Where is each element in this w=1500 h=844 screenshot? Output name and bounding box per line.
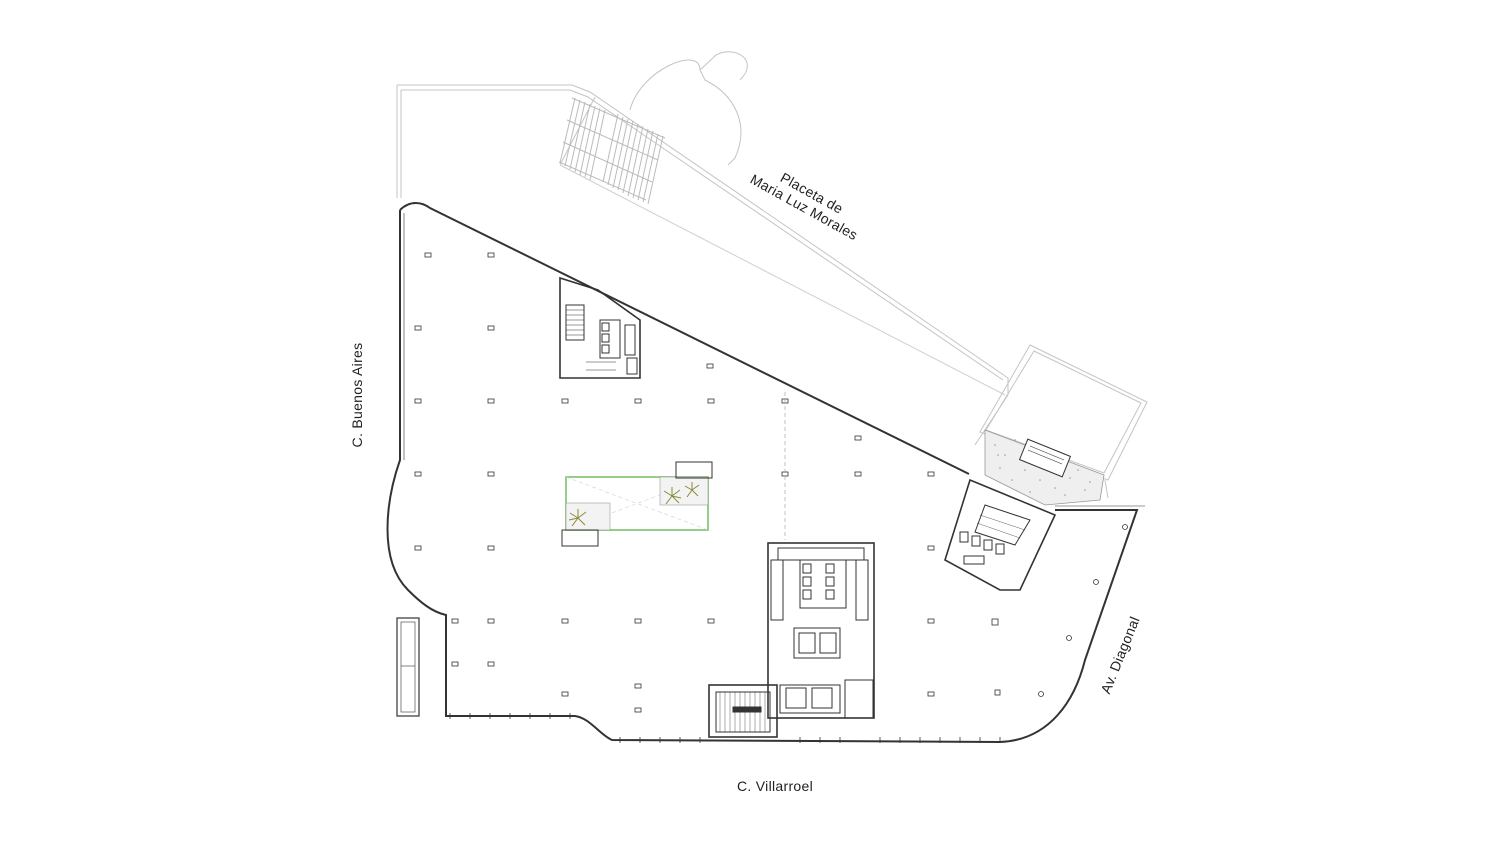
buenos-aires-label: C. Buenos Aires (349, 342, 365, 448)
core-north (559, 276, 641, 379)
plaza-steps (558, 97, 666, 205)
palm-tree-icon (568, 482, 700, 527)
core-central (767, 542, 875, 719)
exterior-slot (396, 617, 420, 717)
core-east (944, 478, 1057, 591)
plaza-context (396, 51, 1148, 499)
courtyard (561, 461, 713, 547)
building-outline (386, 202, 1145, 744)
column-grid (414, 252, 1128, 713)
terrace-paving (984, 429, 1105, 506)
facade-mullions (449, 713, 1001, 743)
villarroel-label: C. Villarroel (737, 778, 813, 794)
core-south (708, 679, 874, 738)
